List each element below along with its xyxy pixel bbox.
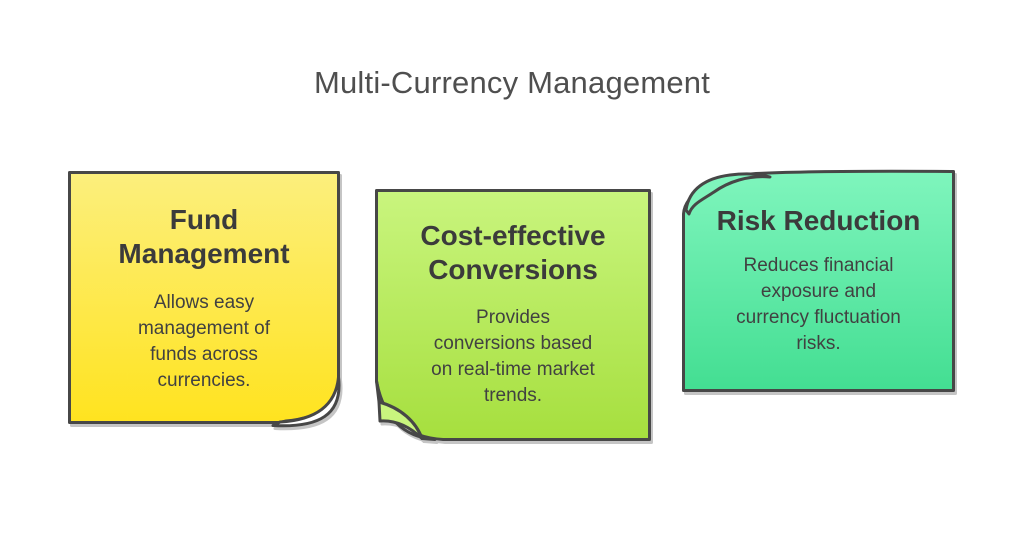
note-title: Cost-effective Conversions xyxy=(375,219,651,287)
note-body: Allows easy management of funds across c… xyxy=(68,290,340,394)
note-cost-effective-conversions: Cost-effective Conversions Provides conv… xyxy=(375,189,651,441)
note-body-line: funds across xyxy=(150,344,258,365)
note-body-line: risks. xyxy=(796,333,841,354)
note-body-line: Provides xyxy=(476,307,550,328)
note-body-line: currency fluctuation xyxy=(736,307,901,328)
note-fund-management: Fund Management Allows easy management o… xyxy=(68,171,341,428)
note-body-line: management of xyxy=(137,318,271,339)
note-title: Risk Reduction xyxy=(682,204,955,238)
corner-fold-icon xyxy=(377,400,424,440)
sticky-note-icon xyxy=(375,189,651,441)
note-body: Reduces financial exposure and currency … xyxy=(682,253,955,357)
note-title-line: Fund xyxy=(169,204,239,235)
corner-fold-icon xyxy=(271,375,341,428)
note-body-line: exposure and xyxy=(760,281,877,302)
note-body: Provides conversions based on real-time … xyxy=(375,305,651,409)
sticky-note-icon xyxy=(682,169,955,392)
sticky-note-icon xyxy=(68,171,341,428)
note-body-line: Reduces financial xyxy=(743,255,894,276)
note-title: Fund Management xyxy=(68,203,340,271)
note-body-line: trends. xyxy=(483,385,543,406)
note-body-line: on real-time market xyxy=(431,359,595,380)
note-title-line: Cost-effective xyxy=(420,220,606,251)
note-risk-reduction: Risk Reduction Reduces financial exposur… xyxy=(682,169,955,392)
note-body-line: conversions based xyxy=(433,333,593,354)
note-title-line: Conversions xyxy=(428,254,598,285)
note-body-line: Allows easy xyxy=(153,292,255,313)
note-title-line: Risk Reduction xyxy=(716,205,921,236)
corner-fold-icon xyxy=(684,172,772,216)
note-title-line: Management xyxy=(118,238,290,269)
note-body-line: currencies. xyxy=(157,370,251,391)
page-title: Multi-Currency Management xyxy=(313,65,711,100)
